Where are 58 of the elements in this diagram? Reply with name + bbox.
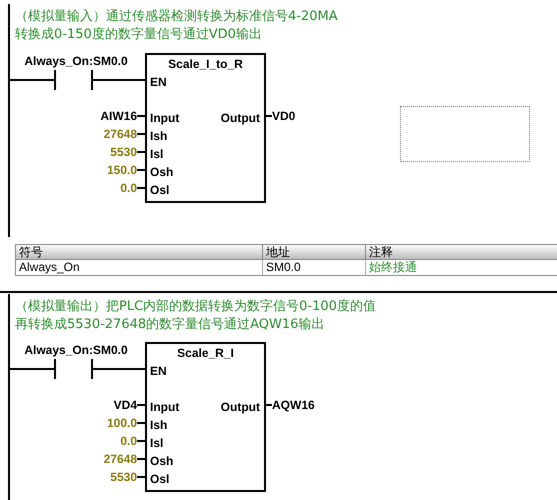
pin-label: Isl — [150, 146, 164, 162]
contact-label: Always_On:SM0.0 — [23, 53, 129, 69]
wire — [137, 458, 145, 460]
network-comment: 再转换成5530-27648的数字量信号通过AQW16输出 — [15, 317, 324, 333]
wire — [137, 422, 145, 424]
column-header: 地址 — [263, 245, 366, 260]
wire — [266, 404, 272, 406]
wire — [132, 79, 145, 81]
column-header: 符号 — [16, 245, 263, 260]
wire — [137, 476, 145, 478]
pin-label: Ish — [150, 417, 168, 433]
network-comment: 转换成0-150度的数字量信号通过VD0输出 — [15, 27, 262, 43]
operand-value: 150.0 — [106, 162, 137, 178]
table-cell: Always_On — [16, 260, 263, 275]
pin-label: Input — [150, 110, 180, 126]
wire — [137, 151, 145, 153]
wire — [10, 368, 20, 370]
table-cell: SM0.0 — [263, 260, 366, 275]
function-block — [145, 53, 266, 203]
column-header: 注释 — [366, 245, 557, 260]
operand-value: 5530 — [110, 469, 137, 485]
pin-label: Osl — [150, 471, 170, 487]
pin-label: Osl — [150, 182, 170, 198]
operand-value: 0.0 — [120, 433, 137, 449]
pin-label: Ish — [150, 128, 168, 144]
pin-label: Input — [150, 399, 180, 415]
block-title: Scale_R_I — [176, 345, 235, 361]
pin-label: EN — [150, 363, 167, 379]
wire — [137, 133, 145, 135]
operand-value: 27648 — [104, 126, 137, 142]
pin-label: Osh — [150, 164, 174, 180]
wire — [137, 404, 145, 406]
wire — [137, 115, 145, 117]
network-comment: （模拟量输出）把PLC内部的数据转换为数字信号0-100度的值 — [15, 299, 376, 315]
block-title: Scale_I_to_R — [167, 56, 244, 72]
operand-value: 27648 — [104, 451, 137, 467]
pin-label: EN — [150, 74, 167, 90]
wire — [10, 79, 20, 81]
wire — [137, 187, 145, 189]
wire — [132, 368, 145, 370]
wire — [137, 440, 145, 442]
operand-value: AIW16 — [100, 108, 137, 124]
operand-value: 100.0 — [106, 415, 137, 431]
operand-value: 5530 — [110, 144, 137, 160]
table-cell: 始终接通 — [366, 260, 557, 275]
contact-label: Always_On:SM0.0 — [23, 342, 129, 358]
operand-value: AQW16 — [272, 397, 315, 413]
pin-label: Output — [220, 399, 260, 415]
pin-label: Osh — [150, 453, 174, 469]
wire — [137, 169, 145, 171]
operand-value: VD0 — [272, 108, 296, 124]
wire — [266, 115, 272, 117]
pin-label: Isl — [150, 435, 164, 451]
function-block — [145, 342, 266, 492]
operand-value: VD4 — [114, 397, 137, 413]
operand-value: 0.0 — [120, 180, 137, 196]
pin-label: Output — [220, 110, 260, 126]
network-comment: （模拟量输入）通过传感器检测转换为标准信号4-20MA — [15, 9, 338, 25]
